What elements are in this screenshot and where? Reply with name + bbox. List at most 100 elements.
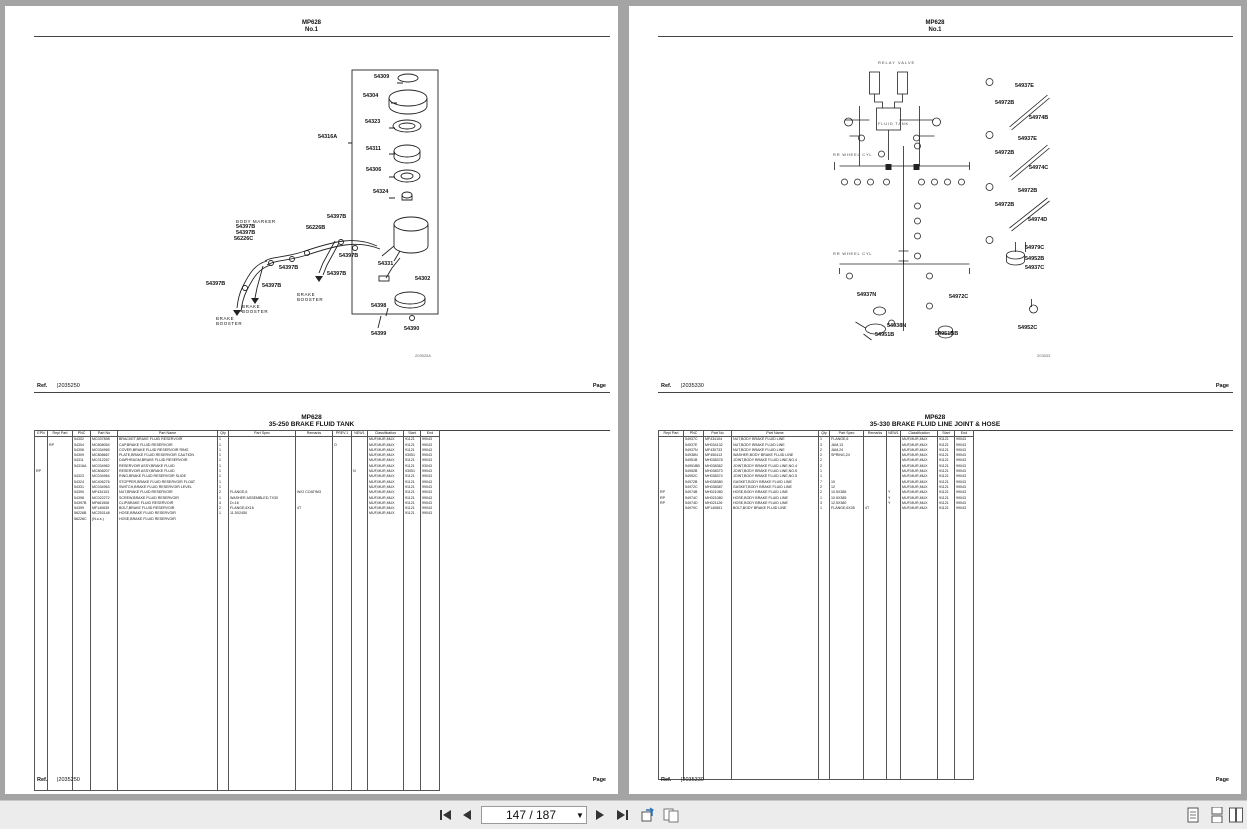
- table-cell: 99043: [420, 474, 440, 480]
- callout-54323: 54323: [365, 119, 381, 125]
- table-cell-empty: [900, 511, 938, 781]
- table-cell-empty: [403, 522, 421, 792]
- callout-54397B-1: 54397B: [236, 224, 256, 230]
- table-row: 56226C(N.o.s.)HOSE,BRAKE FLUID RESERVOIR: [34, 516, 440, 523]
- table-cell: 99043: [420, 495, 440, 501]
- sheet-divider: [658, 392, 1233, 393]
- table-cell: 99043: [954, 495, 974, 501]
- table-cell-empty: [703, 511, 732, 781]
- page-label: Page: [592, 383, 606, 389]
- table-cell-empty: [217, 522, 229, 792]
- callout-54972B-2: 54972B: [995, 150, 1015, 156]
- callout-54397B-6: 54397B: [206, 281, 226, 287]
- table-cell-empty: [886, 511, 901, 781]
- table-cell-empty: [34, 522, 48, 792]
- callout-54398: 54398: [371, 303, 387, 309]
- table-cell: 99043: [954, 463, 974, 470]
- single-page-view-button[interactable]: [1185, 807, 1201, 823]
- table-cell-empty: [683, 511, 704, 781]
- callout-54302: 54302: [415, 276, 431, 282]
- chevron-down-icon[interactable]: ▼: [576, 810, 584, 820]
- page-number-field[interactable]: 147 / 187 ▼: [481, 806, 587, 824]
- callout-54397B-2: 54397B: [236, 230, 256, 236]
- callout-54951BB: 54951BB: [935, 331, 959, 337]
- callout-body-marker: BODY MARKER: [236, 219, 276, 224]
- page-model: MP628: [301, 20, 321, 26]
- table-cell-empty: [829, 511, 864, 781]
- table-cell: 99043: [954, 500, 974, 507]
- ref-value-bottom: |2035330: [681, 777, 704, 783]
- callout-54972B-3: 54972B: [1018, 188, 1038, 194]
- label-brake-booster-2: BRAKE BOOSTER: [242, 304, 269, 314]
- header-rule: [658, 36, 1233, 37]
- sheet-divider: [34, 392, 610, 393]
- table-cell-empty: [420, 522, 440, 792]
- table-cell: 99043: [420, 447, 440, 454]
- rotate-page-icon: [641, 807, 655, 822]
- table-cell-empty: [72, 522, 91, 792]
- label-fluid-tank: FLUID TANK: [878, 121, 909, 126]
- viewer-toolbar: 147 / 187 ▼: [0, 800, 1247, 829]
- table-cell-empty: [90, 522, 118, 792]
- callout-54938N: 54938N: [887, 323, 907, 329]
- table-cell: 99043: [954, 506, 974, 512]
- continuous-view-button[interactable]: [1209, 807, 1225, 823]
- rotate-button[interactable]: [639, 807, 657, 823]
- page-label: Page: [1215, 383, 1229, 389]
- callout-54972C: 54972C: [949, 294, 969, 300]
- facing-pages-icon: [1229, 807, 1243, 823]
- pdf-page-left: MP628 No.1: [5, 6, 618, 794]
- last-page-button[interactable]: [613, 807, 631, 823]
- table-cell: 99043: [420, 506, 440, 512]
- callout-54937E-1: 54937E: [1015, 83, 1034, 89]
- table-cell: 99043: [420, 469, 440, 475]
- table-cell-empty: [658, 511, 684, 781]
- table-cell-empty: [367, 522, 404, 792]
- table-cell: [420, 516, 440, 523]
- callout-54306: 54306: [366, 167, 382, 173]
- callout-54331: 54331: [378, 261, 394, 267]
- ref-value: |2035250: [57, 383, 80, 389]
- single-page-icon: [1187, 807, 1199, 823]
- callout-56226B: 56226B: [306, 225, 326, 231]
- page-number-label: No.1: [928, 27, 942, 33]
- diagram-code: 203525A: [415, 353, 432, 358]
- table-cell-empty: [937, 511, 955, 781]
- table-cell-empty: [295, 522, 333, 792]
- first-page-button[interactable]: [437, 807, 455, 823]
- callout-54397B-top: 54397B: [327, 214, 347, 220]
- callout-54937N: 54937N: [857, 292, 877, 298]
- table-cell-empty: [351, 522, 368, 792]
- header-rule: [34, 36, 610, 37]
- brake-fluid-tank-diagram: [233, 69, 439, 329]
- sheet-model: MP628: [301, 414, 322, 421]
- prev-page-button[interactable]: [460, 807, 474, 823]
- table-cell: 99043: [420, 511, 440, 517]
- callout-54937E-2: 54937E: [1018, 136, 1037, 142]
- callout-54397B-5: 54397B: [327, 271, 347, 277]
- table-cell: 99043: [420, 458, 440, 464]
- page-model: MP628: [925, 20, 945, 26]
- next-page-button[interactable]: [593, 807, 607, 823]
- facing-view-button[interactable]: [1228, 807, 1244, 823]
- table-cell: 99043: [420, 479, 440, 485]
- table-cell: 99043: [954, 458, 974, 464]
- callout-54304: 54304: [363, 93, 379, 99]
- two-page-view-button[interactable]: [662, 807, 680, 823]
- table-cell-empty: [818, 511, 830, 781]
